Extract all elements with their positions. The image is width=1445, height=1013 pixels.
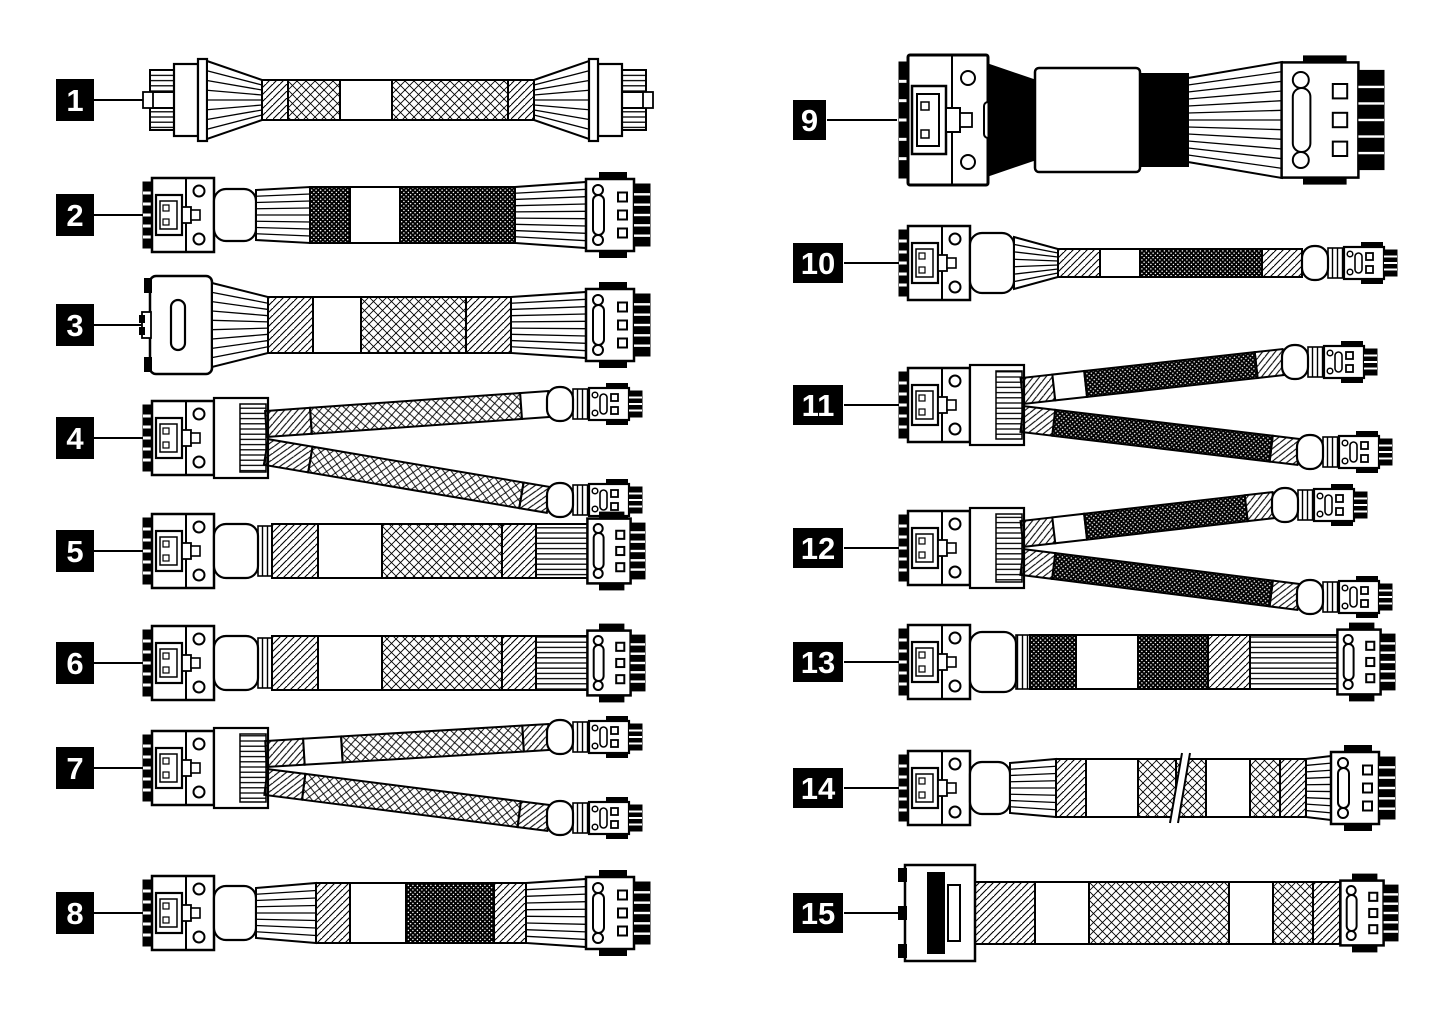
callout-15: 15 <box>793 893 843 933</box>
callout-6: 6 <box>56 642 94 684</box>
cable-illustration-7 <box>94 716 643 839</box>
cable-illustration-15 <box>844 863 1399 963</box>
cable-illustration-12 <box>844 484 1393 618</box>
callout-8: 8 <box>56 892 94 934</box>
cable-illustration-8 <box>94 870 651 956</box>
cable-illustration-1 <box>94 57 654 143</box>
cable-illustration-13 <box>844 622 1396 702</box>
callout-12: 12 <box>793 528 843 568</box>
callout-1: 1 <box>56 79 94 121</box>
callout-2: 2 <box>56 194 94 236</box>
callout-10: 10 <box>793 243 843 283</box>
cable-illustration-10 <box>844 224 1398 302</box>
callout-5: 5 <box>56 530 94 572</box>
cable-illustration-2 <box>94 172 651 258</box>
cable-illustration-14 <box>844 745 1396 831</box>
cable-illustration-3 <box>94 274 651 376</box>
cable-illustration-11 <box>844 341 1393 473</box>
callout-14: 14 <box>793 768 843 808</box>
cable-illustration-6 <box>94 623 646 703</box>
cable-illustration-4 <box>94 383 643 521</box>
callout-9: 9 <box>793 100 826 140</box>
callout-11: 11 <box>793 385 843 425</box>
callout-13: 13 <box>793 642 843 682</box>
callout-4: 4 <box>56 417 94 459</box>
cable-illustration-9 <box>827 53 1385 187</box>
callout-7: 7 <box>56 747 94 789</box>
cable-illustration-5 <box>94 511 646 591</box>
callout-3: 3 <box>56 304 94 346</box>
